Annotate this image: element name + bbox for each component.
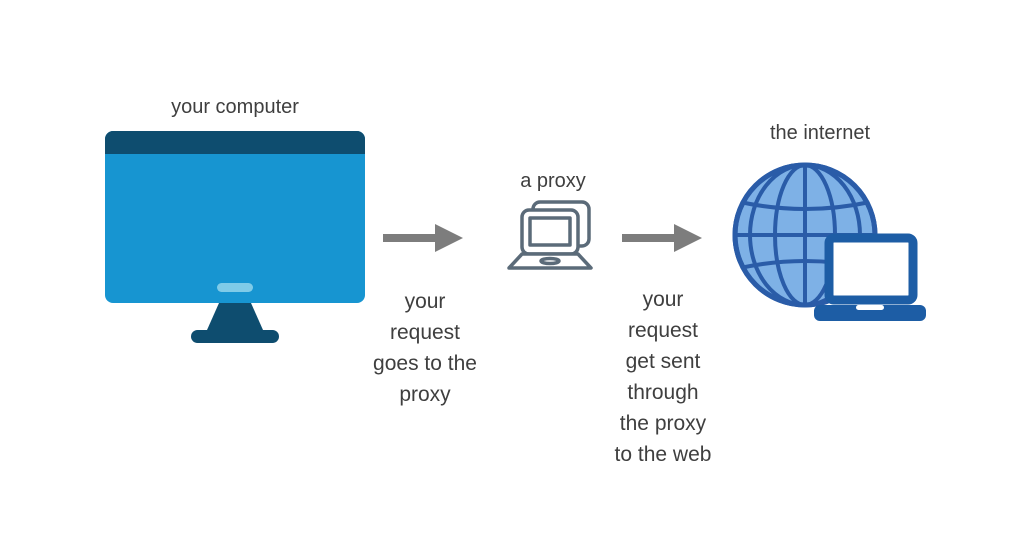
arrow-right-icon xyxy=(383,223,463,253)
arrow2-caption: your request get sent through the proxy … xyxy=(614,288,712,466)
computer-label: your computer xyxy=(171,96,299,118)
proxy-laptop-icon xyxy=(497,199,605,281)
internet-label: the internet xyxy=(769,122,871,144)
arrow-right-icon xyxy=(622,223,702,253)
laptop-icon xyxy=(812,233,928,327)
proxy-label: a proxy xyxy=(520,170,586,192)
desktop-monitor-icon xyxy=(105,131,365,346)
arrow1-caption: your request goes to the proxy xyxy=(373,290,477,406)
